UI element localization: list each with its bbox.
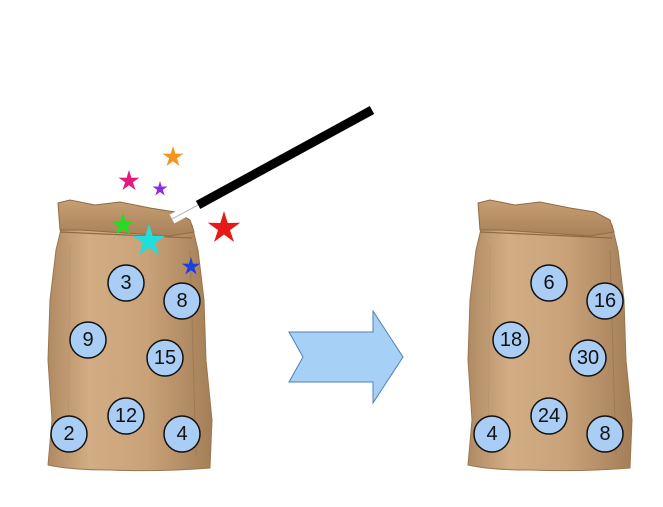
number-circle: 18: [492, 321, 530, 359]
number-label: 4: [176, 423, 187, 445]
number-circle: 3: [107, 264, 145, 302]
sparkle-star-icon: [152, 181, 168, 196]
number-circle: 9: [69, 321, 107, 359]
number-label: 4: [486, 423, 497, 445]
number-circle: 16: [586, 282, 624, 320]
right-bag-numbers: 6 16 18 30 4 24 8: [473, 264, 624, 453]
left-bag-top-fold: [57, 199, 195, 237]
sparkle-star-icon: [162, 146, 184, 166]
number-circle: 6: [530, 264, 568, 302]
sparkle-star-icon: [207, 211, 241, 242]
sparkle-star-icon: [111, 213, 135, 235]
number-label: 12: [115, 405, 137, 427]
number-label: 18: [500, 329, 522, 351]
right-bag-body: [467, 224, 633, 472]
number-label: 8: [176, 290, 187, 312]
number-circle: 24: [530, 397, 568, 435]
number-label: 3: [120, 272, 131, 294]
number-label: 15: [154, 347, 176, 369]
number-label: 8: [599, 423, 610, 445]
number-label: 9: [82, 329, 93, 351]
sparkle-star-icon: [132, 224, 166, 255]
right-paper-bag: [467, 199, 633, 472]
sparkles: [111, 146, 241, 275]
right-bag-top-fold: [477, 199, 615, 237]
sparkle-star-icon: [181, 257, 201, 275]
number-label: 30: [577, 347, 599, 369]
right-arrow-icon: [288, 309, 404, 405]
number-circle: 4: [473, 415, 511, 453]
number-circle: 30: [569, 339, 607, 377]
number-circle: 8: [586, 415, 624, 453]
number-circle: 2: [50, 415, 88, 453]
number-label: 2: [63, 423, 74, 445]
sparkle-star-icon: [118, 170, 140, 190]
number-circle: 4: [163, 415, 201, 453]
number-label: 24: [538, 405, 560, 427]
magic-wand-icon: [169, 106, 375, 224]
number-circle: 12: [107, 397, 145, 435]
number-label: 6: [543, 272, 554, 294]
number-circle: 15: [146, 339, 184, 377]
left-bag-numbers: 3 8 9 15 2 12 4: [50, 264, 201, 453]
number-circle: 8: [163, 282, 201, 320]
number-label: 16: [594, 290, 616, 312]
